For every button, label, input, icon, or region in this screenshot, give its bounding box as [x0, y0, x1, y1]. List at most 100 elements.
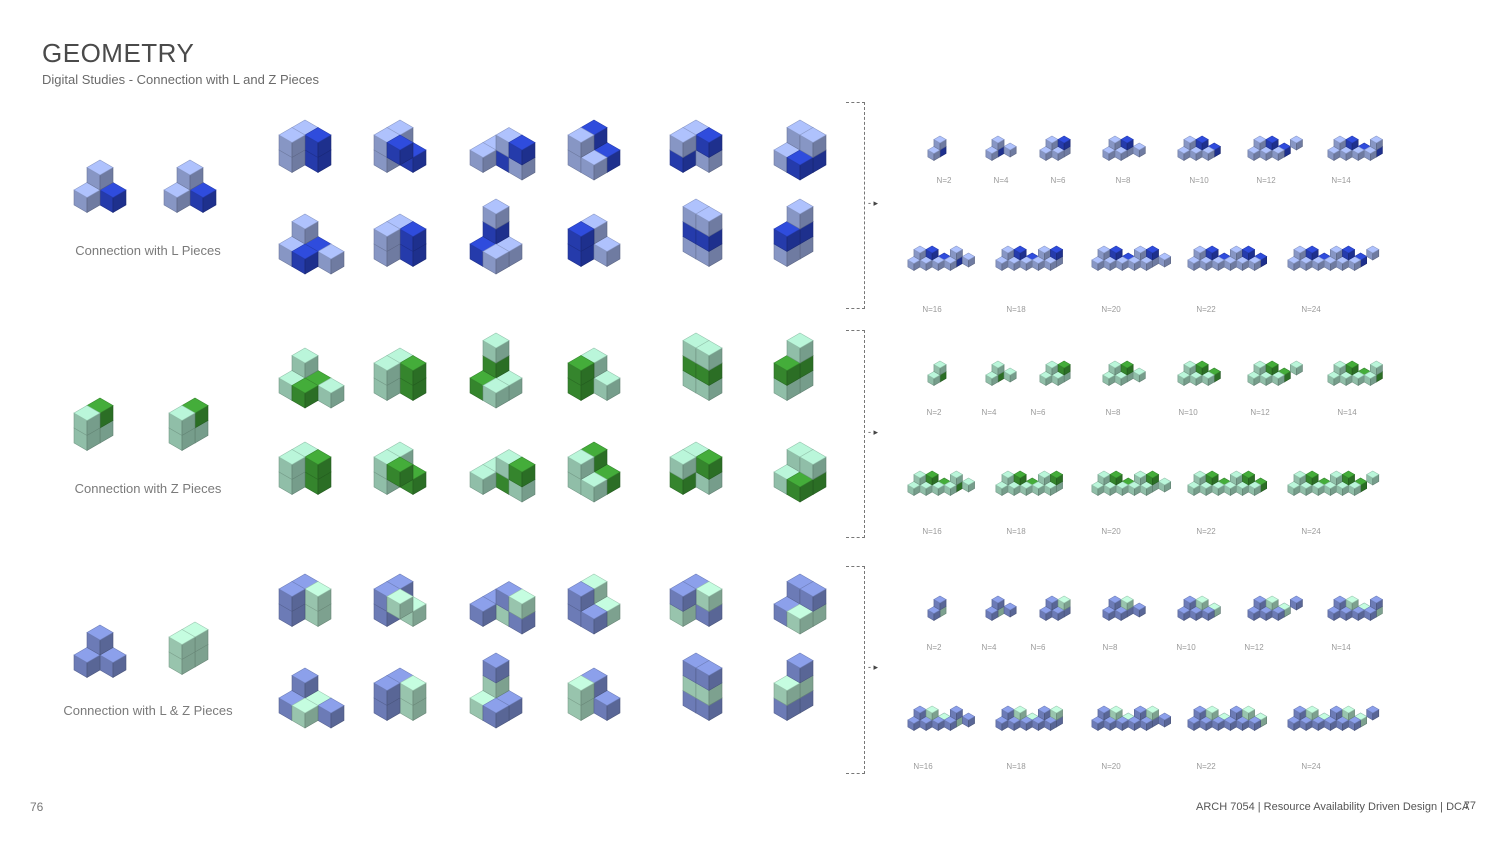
cube-face: [1049, 705, 1064, 714]
cube-face: [291, 347, 319, 364]
cube-cluster: [1187, 470, 1268, 497]
cube-face: [1229, 245, 1244, 254]
cube-face: [86, 624, 114, 641]
cube-cluster: [73, 397, 114, 452]
cube-cluster: [567, 213, 621, 268]
cube-cluster: [985, 595, 1017, 622]
cube-face: [1366, 705, 1380, 714]
cube-face: [1045, 135, 1059, 144]
cube-face: [1289, 360, 1304, 369]
n-label: N=24: [1301, 305, 1321, 314]
cube-face: [469, 142, 497, 158]
cube-cluster: [985, 135, 1017, 162]
cube-face: [1157, 252, 1172, 261]
cube-face: [1241, 470, 1256, 479]
cube-face: [1132, 142, 1146, 151]
cube-cluster: [995, 245, 1064, 272]
cube-face: [1108, 360, 1122, 369]
cube-cluster: [373, 347, 427, 402]
n-label: N=10: [1178, 408, 1198, 417]
cube-face: [1241, 705, 1256, 714]
cube-face: [1369, 360, 1384, 369]
cube-face: [1133, 470, 1148, 479]
cube-face: [786, 332, 814, 349]
cube-face: [291, 697, 319, 714]
cube-face: [1109, 705, 1123, 714]
cube-cluster: [1247, 360, 1304, 387]
cube-face: [799, 449, 827, 465]
cube-face: [1229, 705, 1244, 714]
cube-cluster: [1102, 360, 1146, 387]
cube-face: [1013, 705, 1027, 714]
cube-cluster: [1327, 360, 1384, 387]
cube-face: [1195, 135, 1209, 144]
cube-face: [1289, 595, 1304, 604]
cube-face: [1120, 135, 1134, 144]
cube-face: [1108, 135, 1122, 144]
cube-face: [961, 712, 976, 721]
cube-face: [168, 629, 196, 645]
n-label: N=8: [1105, 408, 1121, 417]
bracket-l: [846, 102, 865, 309]
cube-face: [1097, 705, 1111, 714]
n-label: N=8: [1115, 176, 1131, 185]
cube-face: [1329, 245, 1344, 254]
cube-face: [1341, 470, 1356, 479]
cube-face: [73, 405, 101, 421]
n-label: N=10: [1189, 176, 1209, 185]
n-label: N=20: [1101, 527, 1121, 536]
cube-face: [1193, 470, 1207, 479]
cube-face: [304, 127, 332, 143]
cube-face: [1265, 135, 1279, 144]
cube-cluster: [773, 198, 814, 268]
n-label: N=6: [1030, 408, 1046, 417]
cube-face: [786, 652, 814, 669]
cube-face: [933, 360, 947, 369]
cube-face: [508, 588, 536, 605]
cube-face: [1049, 470, 1064, 479]
cube-cluster: [1091, 245, 1172, 272]
cube-cluster: [1187, 705, 1268, 732]
cube-face: [1013, 470, 1027, 479]
cube-face: [508, 134, 536, 151]
cube-face: [1265, 595, 1279, 604]
cube-cluster: [278, 347, 345, 409]
cube-face: [508, 456, 536, 473]
cube-face: [991, 360, 1005, 369]
cube-face: [1045, 360, 1059, 369]
cube-cluster: [995, 705, 1064, 732]
cube-face: [991, 135, 1005, 144]
cube-face: [1369, 135, 1384, 144]
cube-face: [1333, 595, 1347, 604]
n-label: N=14: [1331, 176, 1351, 185]
cube-face: [399, 675, 427, 691]
cube-cluster: [1287, 470, 1380, 497]
n-label: N=18: [1006, 527, 1026, 536]
cube-face: [669, 581, 697, 597]
cube-face: [399, 221, 427, 237]
cube-face: [695, 581, 723, 597]
n-label: N=22: [1196, 762, 1216, 771]
cube-face: [1369, 595, 1384, 604]
cube-face: [1057, 135, 1071, 144]
cube-face: [913, 470, 927, 479]
n-label: N=24: [1301, 527, 1321, 536]
cube-face: [925, 470, 939, 479]
cube-face: [1195, 595, 1209, 604]
cube-cluster: [469, 449, 536, 503]
cube-face: [1132, 367, 1146, 376]
cube-face: [933, 595, 947, 604]
cube-face: [469, 464, 497, 480]
page-number-right: 77: [1463, 800, 1476, 812]
cube-face: [1045, 595, 1059, 604]
cube-face: [278, 581, 306, 597]
cube-cluster: [907, 245, 976, 272]
cube-face: [567, 675, 595, 691]
cube-cluster: [469, 652, 523, 729]
cube-cluster: [773, 573, 827, 635]
n-label: N=20: [1101, 762, 1121, 771]
cube-cluster: [1327, 135, 1384, 162]
cube-face: [373, 221, 401, 237]
cube-cluster: [669, 573, 723, 628]
row-label-z-pieces: Connection with Z Pieces: [74, 481, 222, 496]
